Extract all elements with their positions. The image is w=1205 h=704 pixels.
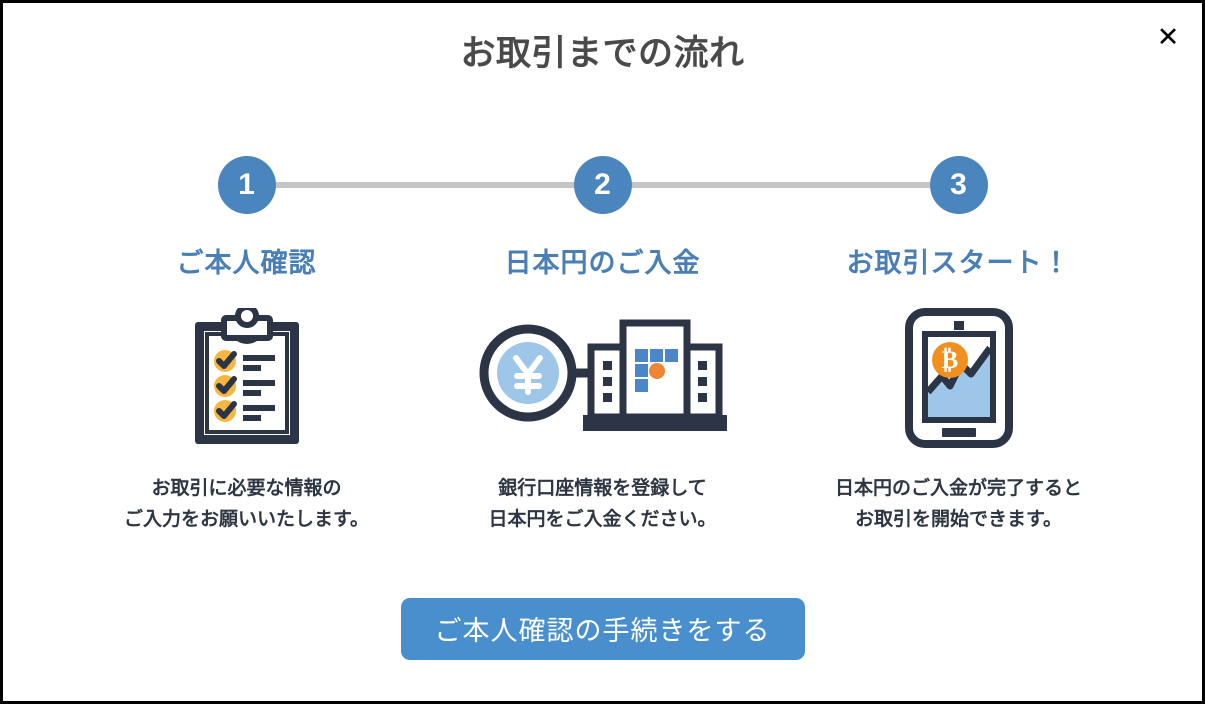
step-1-circle-row: 1 [69,156,425,214]
step-number-badge-1: 1 [217,156,276,214]
step-label-2: 日本円のご入金 [504,248,701,278]
step-connector-left [780,182,959,188]
step-connector-right [246,182,425,188]
step-number-badge-2: 2 [573,156,632,214]
yen-coin-to-bank-icon [479,308,727,448]
step-description-3-line1: 日本円のご入金が完了すると [834,478,1082,499]
clipboard-checklist-icon [191,308,303,448]
step-description-3: 日本円のご入金が完了すると お取引を開始できます。 [835,474,1082,536]
step-description-1-line2: ご入力をお願いいたします。 [123,508,370,530]
step-3-circle-row: 3 [780,156,1137,214]
step-item-3: 3 お取引スタート！ ₿ [780,156,1137,536]
step-description-2: 銀行口座情報を登録して 日本円をご入金ください。 [488,474,716,536]
tablet-bitcoin-chart-icon: ₿ [904,308,1013,448]
page-title: お取引までの流れ [460,34,745,73]
identity-verification-button[interactable]: ご本人確認の手続きをする [400,597,805,660]
step-label-3: お取引スタート！ [846,248,1071,278]
step-2-circle-row: 2 [424,156,781,214]
step-number-badge-3: 3 [929,156,988,214]
step-item-2: 2 日本円のご入金 [424,156,781,536]
step-description-2-line1: 銀行口座情報を登録して [498,478,707,499]
step-description-2-line2: 日本円をご入金ください。 [488,508,717,530]
step-description-3-line2: お取引を開始できます。 [854,508,1063,530]
step-connector-right [602,182,781,188]
step-description-1: お取引に必要な情報の ご入力をお願いいたします。 [124,474,369,536]
step-connector-left [424,182,603,188]
cta-container: ご本人確認の手続きをする [3,597,1202,660]
step-flow: 1 ご本人確認 [3,156,1202,536]
step-item-1: 1 ご本人確認 [69,156,425,536]
close-icon[interactable]: ✕ [1148,17,1188,57]
step-label-1: ご本人確認 [176,248,317,278]
svg-text:₿: ₿ [941,347,958,374]
step-description-1-line1: お取引に必要な情報の [151,478,342,499]
